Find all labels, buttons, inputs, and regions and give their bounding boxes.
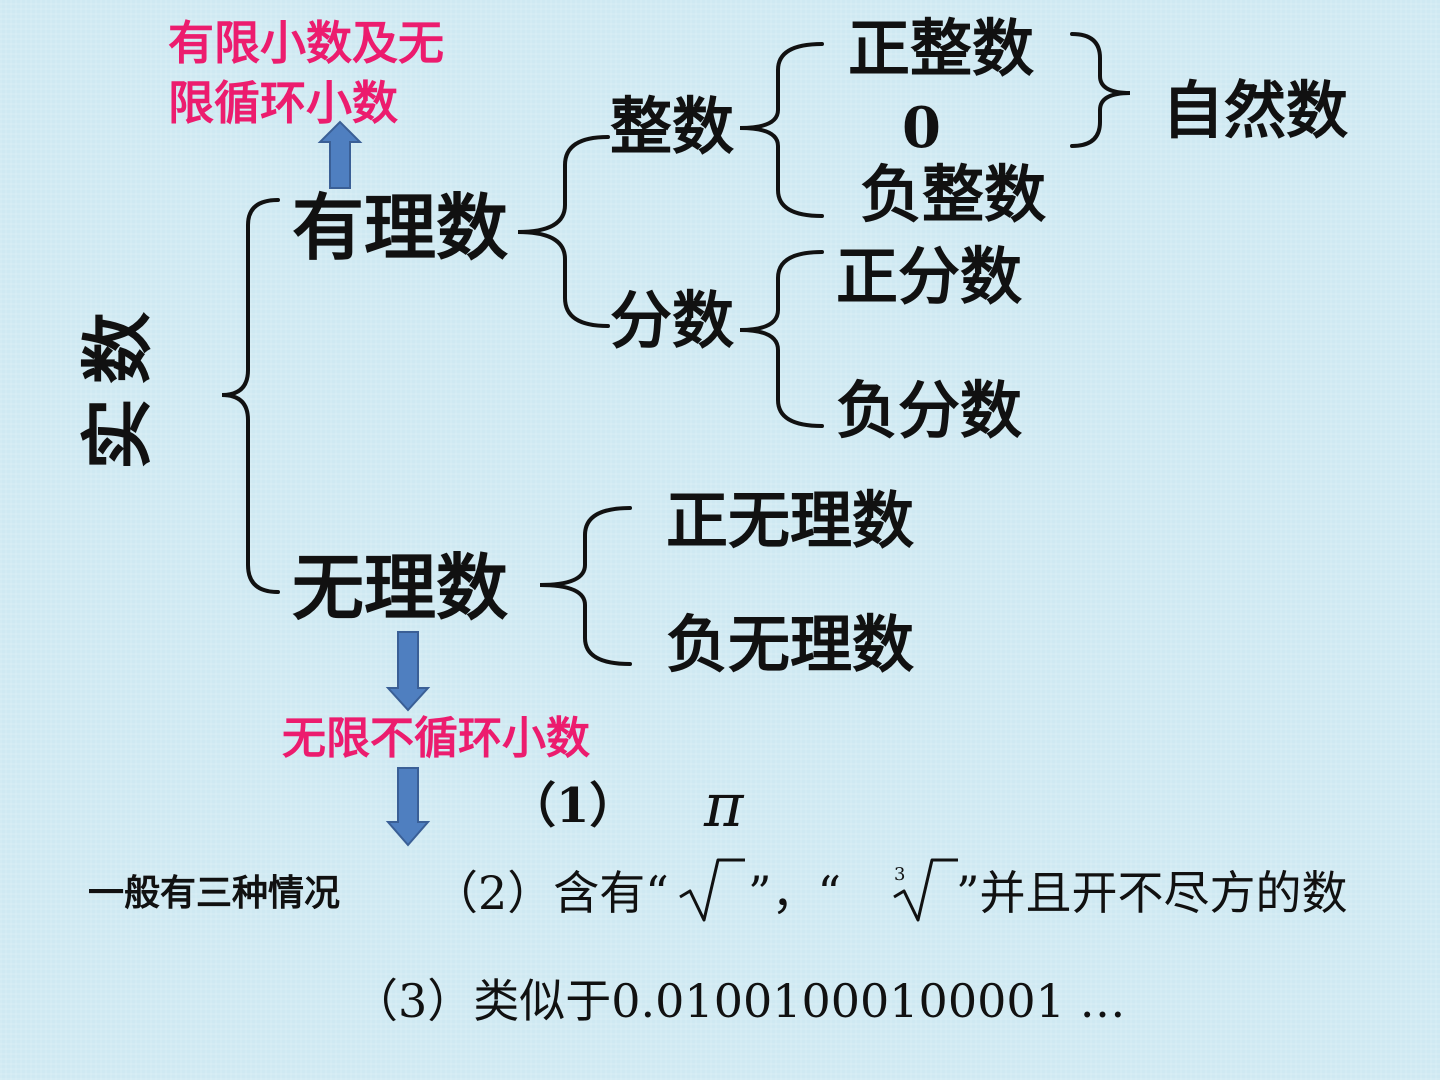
root-label: 实数 (76, 297, 160, 470)
rational-label: 有理数 (292, 186, 509, 270)
positive-fraction-label: 正分数 (836, 240, 1023, 313)
fraction-brace (739, 250, 824, 428)
case-1-label: （1） (508, 778, 638, 834)
natural-number-label: 自然数 (1162, 74, 1349, 147)
integer-label: 整数 (610, 90, 735, 163)
down-arrow-icon-2 (385, 767, 431, 847)
down-arrow-icon (385, 631, 431, 712)
zero-label: 0 (902, 95, 941, 161)
pi-symbol: π (704, 771, 744, 841)
positive-integer-label: 正整数 (848, 12, 1035, 85)
irrational-label: 无理数 (292, 546, 509, 630)
cube-root-index: 3 (894, 864, 906, 885)
case-2-suffix: ”并且开不尽方的数 (956, 866, 1348, 920)
negative-irrational-label: 负无理数 (666, 608, 915, 681)
positive-irrational-label: 正无理数 (666, 484, 915, 557)
negative-fraction-label: 负分数 (836, 374, 1023, 447)
square-root-icon (679, 858, 745, 922)
cases-title: 一般有三种情况 (88, 873, 341, 914)
rational-note: 有限小数及无 限循环小数 (168, 14, 444, 134)
case-2-mid: ”，“ (748, 866, 842, 920)
rational-brace (517, 135, 610, 328)
integer-brace (739, 42, 824, 218)
cube-root-icon (893, 858, 958, 922)
rational-note-line1: 有限小数及无 (168, 16, 444, 70)
rational-note-line2: 限循环小数 (168, 75, 398, 130)
case-3-text: （3）类似于0.01001000100001 … (352, 974, 1126, 1028)
up-arrow-icon (317, 120, 363, 189)
case-2-prefix: （2）含有“ (432, 866, 669, 920)
fraction-label: 分数 (610, 284, 735, 357)
irrational-brace (539, 506, 632, 666)
natural-brace (1070, 32, 1131, 148)
irrational-note: 无限不循环小数 (282, 713, 590, 764)
negative-integer-label: 负整数 (860, 158, 1047, 231)
root-brace (221, 198, 280, 594)
